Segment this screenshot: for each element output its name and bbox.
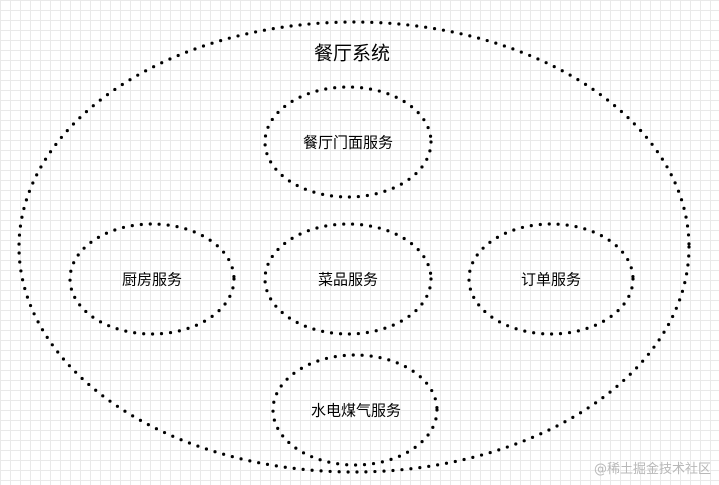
kitchen-service-node[interactable] — [68, 222, 236, 336]
storefront-service-label: 餐厅门面服务 — [302, 133, 394, 152]
watermark: @稀土掘金技术社区 — [593, 462, 711, 477]
order-service-label: 订单服务 — [520, 270, 582, 289]
order-service-node[interactable] — [467, 222, 635, 336]
storefront-service-node[interactable] — [263, 85, 433, 199]
utilities-service-label: 水电煤气服务 — [310, 401, 402, 420]
kitchen-service-label: 厨房服务 — [121, 270, 183, 289]
system-title: 餐厅系统 — [313, 42, 391, 65]
restaurant-system-boundary[interactable] — [17, 20, 691, 474]
utilities-service-node[interactable] — [271, 353, 439, 467]
menu-service-label: 菜品服务 — [317, 270, 379, 289]
menu-service-node[interactable] — [263, 222, 433, 336]
